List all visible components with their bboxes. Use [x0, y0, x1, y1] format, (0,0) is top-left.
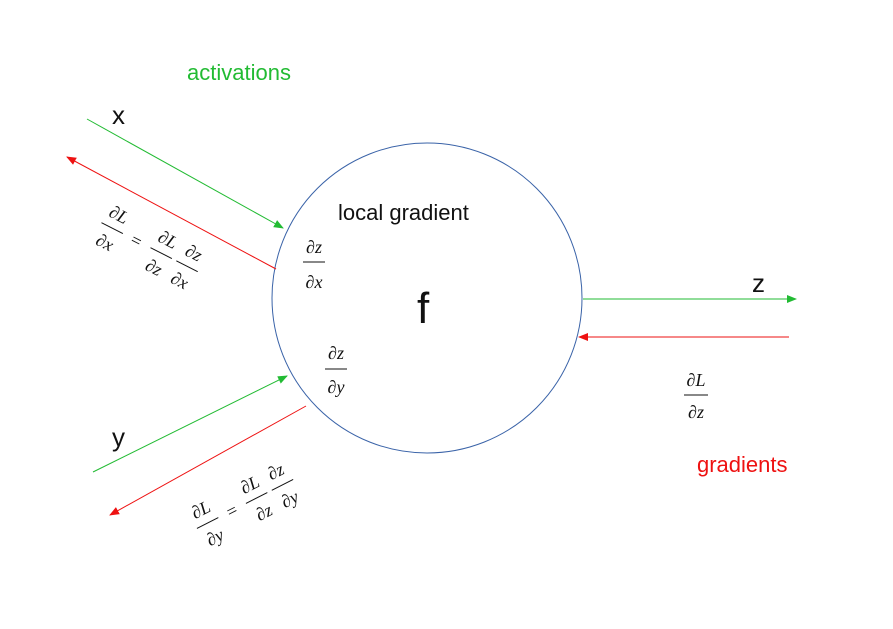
x-gradient-arrow: [66, 156, 277, 270]
dL-dy-bar: [196, 517, 219, 529]
local-gradient-label: local gradient: [338, 200, 469, 225]
y-label: y: [112, 422, 125, 452]
activations-label: activations: [187, 60, 291, 85]
y-input-arrow: [92, 375, 288, 473]
chain-y-dL-bar: [245, 492, 268, 504]
chain-y-dz-denominator: ∂z: [252, 500, 275, 525]
chain-x-equals: =: [126, 229, 146, 252]
dz-dy-denominator: ∂y: [328, 377, 345, 397]
z-label: z: [752, 268, 765, 298]
local-gradient-dz-dy: ∂z ∂y: [325, 343, 347, 397]
dz-dx-denominator: ∂x: [306, 272, 323, 292]
chain-x-dL-numerator: ∂L: [155, 227, 181, 253]
dL-dy-numerator: ∂L: [188, 496, 214, 522]
x-label: x: [112, 100, 125, 130]
chain-x-dL-bar: [150, 247, 173, 259]
chain-y-dz-bar: [271, 478, 294, 491]
function-label: f: [417, 284, 430, 333]
chain-y-dL-numerator: ∂L: [237, 471, 263, 497]
chain-rule-x-equation: ∂L ∂x = ∂L ∂z ∂z ∂x: [93, 202, 206, 294]
dL-dx-numerator: ∂L: [106, 202, 132, 228]
chain-y-dz-numerator: ∂z: [264, 459, 287, 484]
function-node: [271, 142, 583, 454]
local-gradient-dz-dx: ∂z ∂x: [303, 237, 325, 292]
y-gradient-arrow: [109, 405, 307, 516]
chain-y-dy-denominator: ∂y: [278, 486, 302, 511]
dL-dz-numerator: ∂L: [687, 370, 706, 390]
chain-x-dz-numerator: ∂z: [182, 240, 205, 265]
x-input-arrow: [86, 118, 284, 229]
upstream-gradient-dL-dz: ∂L ∂z: [684, 370, 708, 422]
dL-dz-denominator: ∂z: [688, 402, 704, 422]
dL-dx-bar: [101, 222, 124, 235]
chain-y-equals: =: [222, 499, 242, 522]
dL-dx-denominator: ∂x: [93, 230, 117, 255]
dz-dx-numerator: ∂z: [306, 237, 322, 257]
chain-x-dx-denominator: ∂x: [168, 268, 192, 293]
chain-rule-y-equation: ∂L ∂y = ∂L ∂z ∂z ∂y: [188, 459, 302, 550]
chain-x-dz-denominator: ∂z: [142, 255, 165, 280]
dL-dy-denominator: ∂y: [203, 524, 227, 549]
gradients-label: gradients: [697, 452, 788, 477]
chain-x-dz-bar: [176, 260, 198, 273]
dz-dy-numerator: ∂z: [328, 343, 344, 363]
